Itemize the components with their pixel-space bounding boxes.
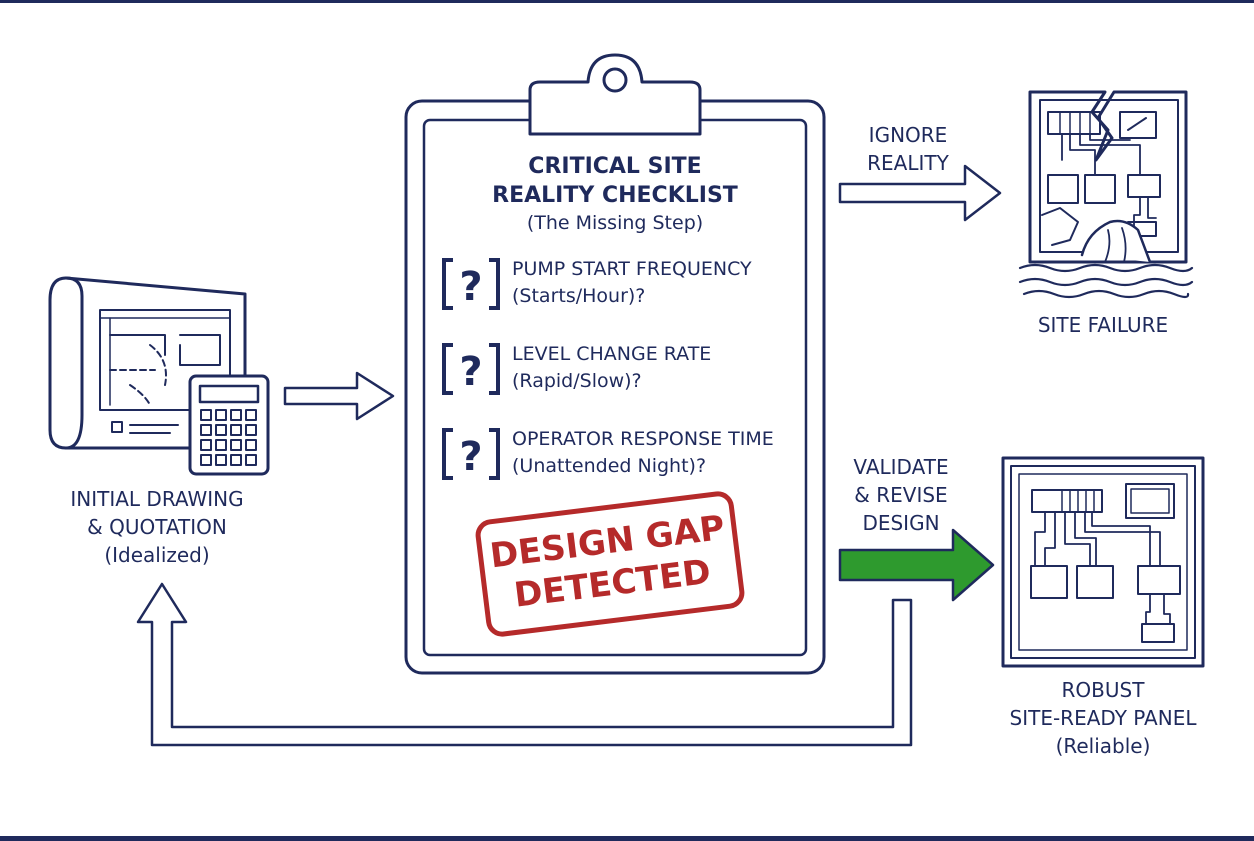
validate-line2: & REVISE	[854, 483, 948, 507]
checklist-item-detail: (Unattended Night)?	[512, 455, 707, 477]
initial-drawing-line2: & QUOTATION	[87, 515, 227, 539]
robust-line1: ROBUST	[1061, 678, 1145, 702]
ignore-reality-line2: REALITY	[867, 151, 949, 175]
calculator-icon	[188, 374, 270, 476]
arrow-ignore-reality	[838, 164, 1002, 222]
svg-text:?: ?	[459, 434, 482, 480]
ignore-reality-label: IGNORE REALITY	[848, 121, 968, 177]
question-box-icon: ?	[442, 258, 500, 310]
checklist-item-title: OPERATOR RESPONSE TIME	[512, 428, 774, 450]
site-failure-label: SITE FAILURE	[1037, 313, 1169, 337]
checklist-item-text: OPERATOR RESPONSE TIME (Unattended Night…	[512, 426, 774, 480]
initial-drawing-line3: (Idealized)	[104, 543, 210, 567]
validate-line1: VALIDATE	[853, 455, 949, 479]
question-box-icon: ?	[442, 428, 500, 480]
bottom-rule	[0, 836, 1254, 841]
validate-line3: DESIGN	[862, 511, 940, 535]
broken-panel-icon	[1018, 90, 1194, 299]
svg-text:?: ?	[459, 349, 482, 395]
top-rule	[0, 0, 1254, 3]
validate-revise-label: VALIDATE & REVISE DESIGN	[836, 453, 966, 537]
checklist-item-detail: (Rapid/Slow)?	[512, 370, 642, 392]
checklist-item-title: LEVEL CHANGE RATE	[512, 343, 712, 365]
question-box-icon: ?	[442, 343, 500, 395]
checklist-item: ? LEVEL CHANGE RATE (Rapid/Slow)?	[440, 341, 810, 401]
ignore-reality-line1: IGNORE	[868, 123, 948, 147]
checklist-item-text: LEVEL CHANGE RATE (Rapid/Slow)?	[512, 341, 711, 395]
clipboard-icon	[404, 53, 826, 675]
svg-text:?: ?	[459, 264, 482, 310]
robust-line3: (Reliable)	[1055, 734, 1151, 758]
checklist-title-line2: REALITY CHECKLIST	[492, 183, 738, 208]
arrow-validate-design	[838, 528, 995, 602]
feedback-loop-arrow	[136, 582, 913, 747]
robust-line2: SITE-READY PANEL	[1009, 706, 1197, 730]
robust-panel-label: ROBUST SITE-READY PANEL (Reliable)	[993, 676, 1213, 760]
checklist-item-detail: (Starts/Hour)?	[512, 285, 646, 307]
control-panel-icon	[1001, 456, 1205, 668]
initial-drawing-line1: INITIAL DRAWING	[70, 487, 244, 511]
checklist-item-title: PUMP START FREQUENCY	[512, 258, 752, 280]
checklist-title-line1: CRITICAL SITE	[528, 154, 702, 179]
checklist-subtitle: (The Missing Step)	[526, 212, 704, 234]
checklist-title: CRITICAL SITE REALITY CHECKLIST	[440, 152, 790, 210]
checklist-item-text: PUMP START FREQUENCY (Starts/Hour)?	[512, 256, 752, 310]
blueprint-icon	[48, 276, 247, 450]
initial-drawing-label: INITIAL DRAWING & QUOTATION (Idealized)	[52, 485, 262, 569]
checklist-item: ? OPERATOR RESPONSE TIME (Unattended Nig…	[440, 426, 810, 486]
checklist-item: ? PUMP START FREQUENCY (Starts/Hour)?	[440, 256, 810, 316]
arrow-to-checklist	[283, 371, 395, 421]
